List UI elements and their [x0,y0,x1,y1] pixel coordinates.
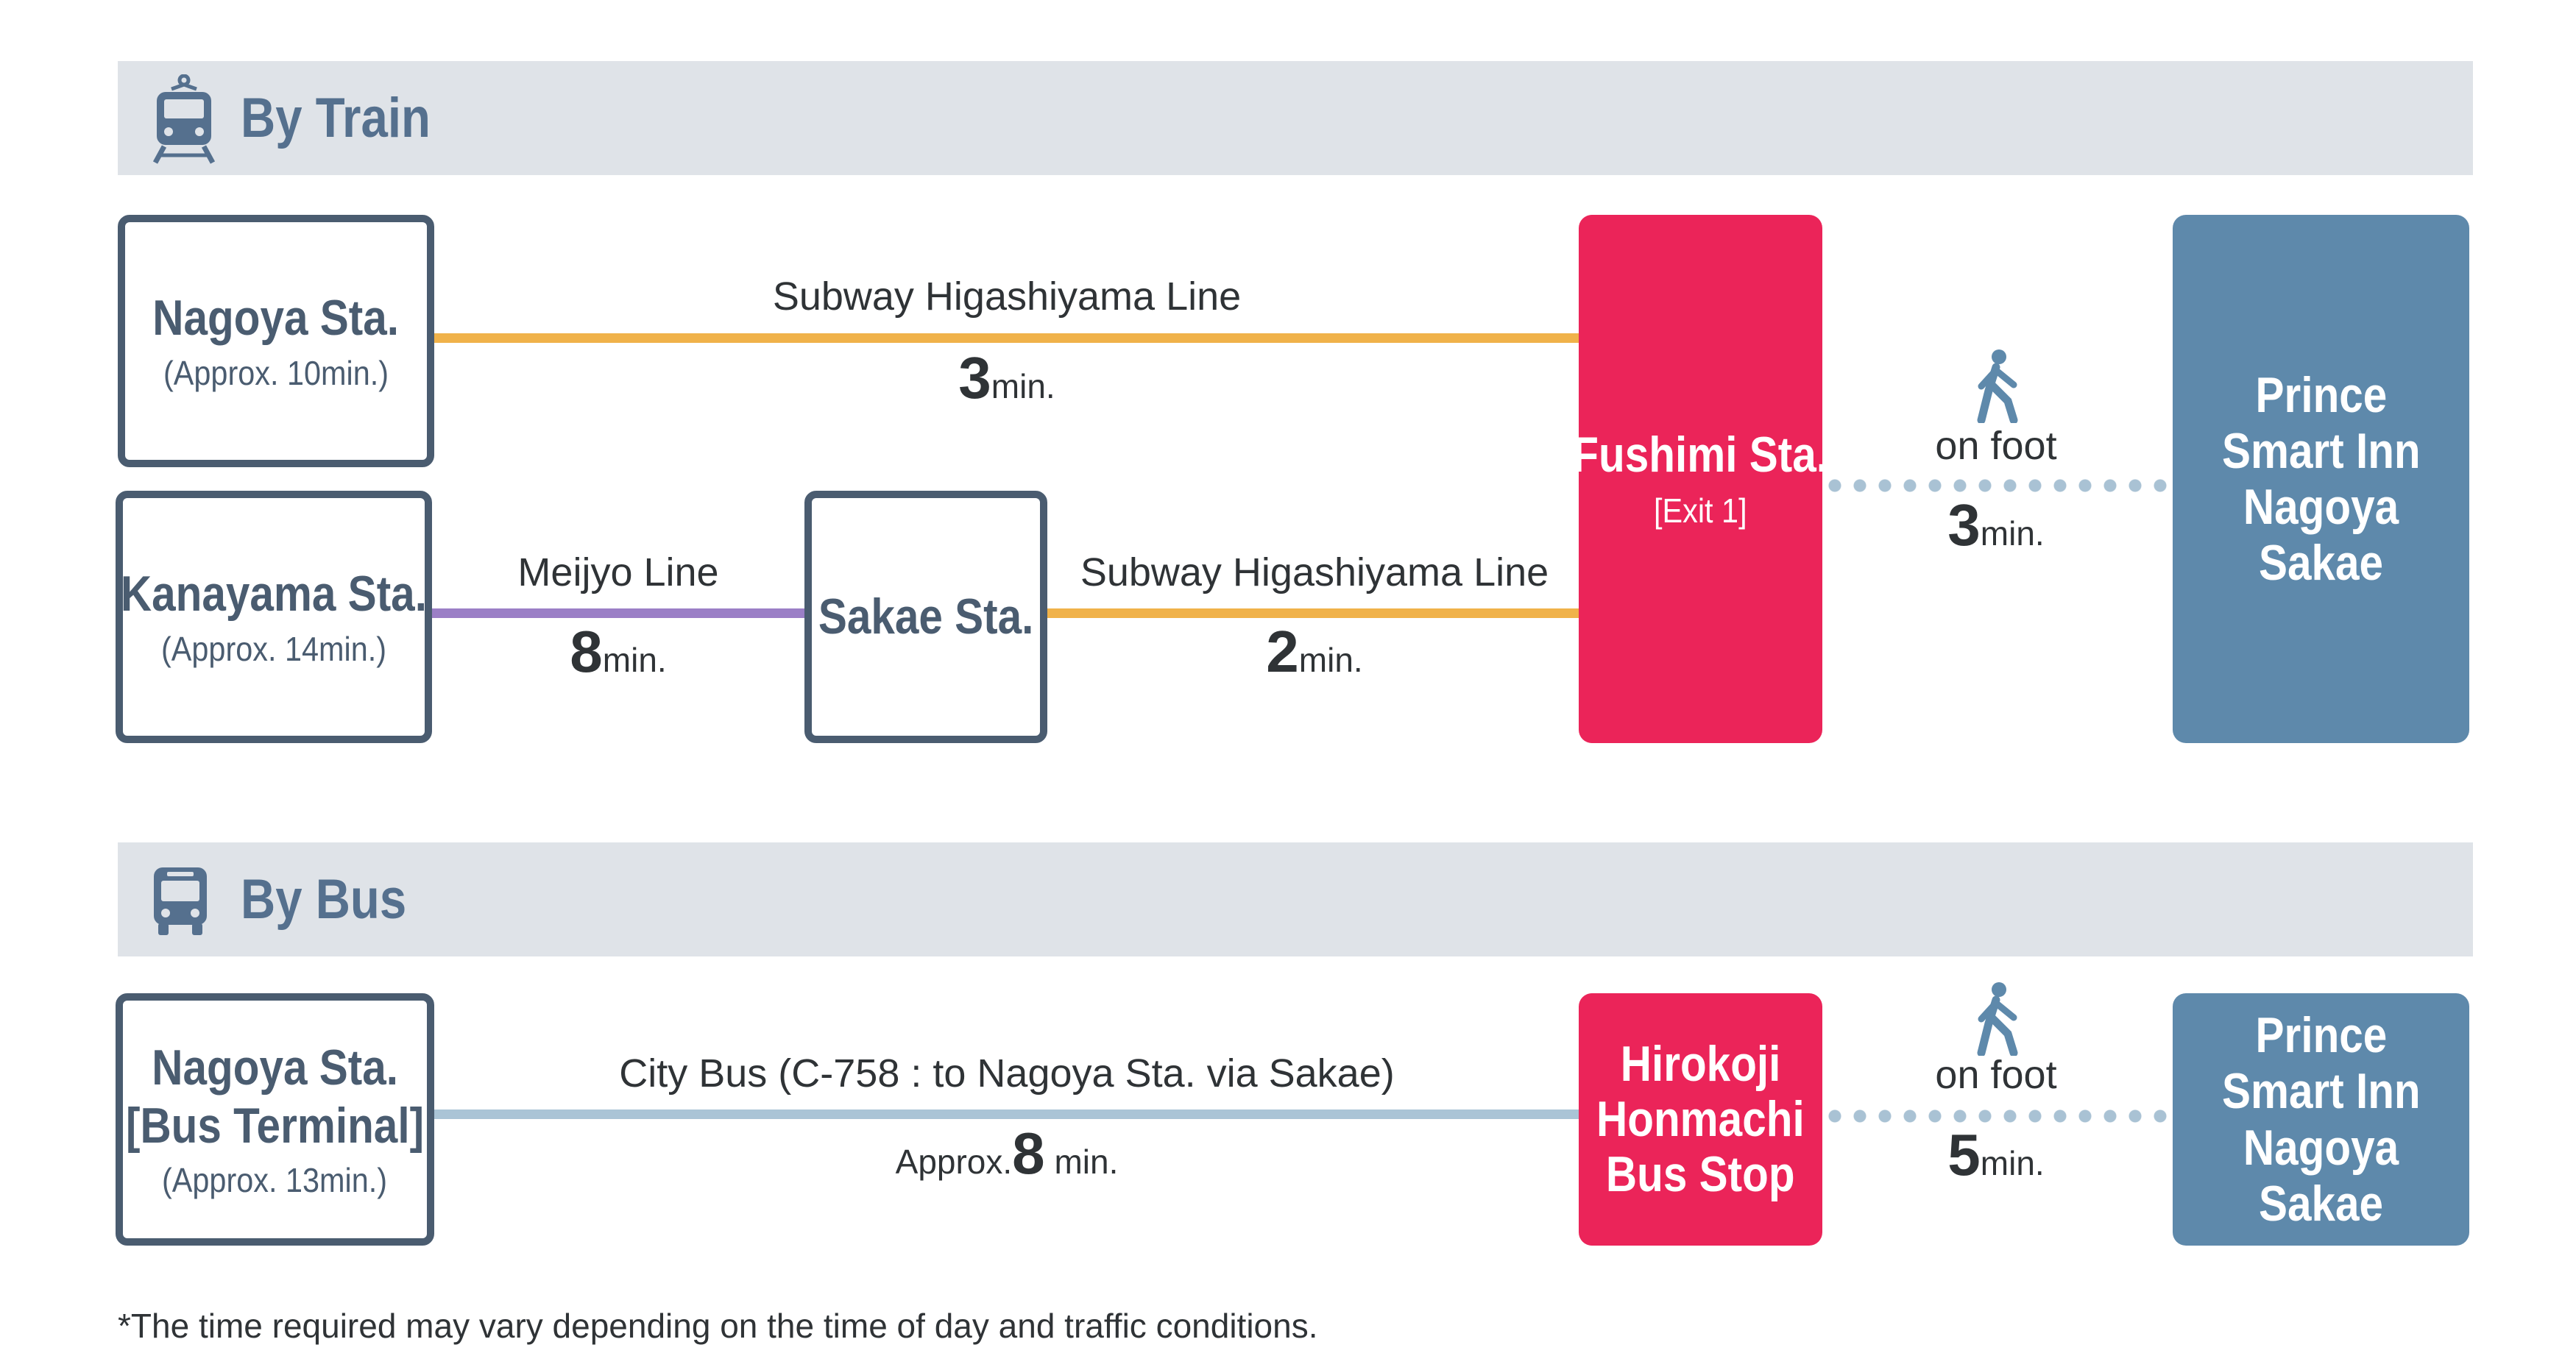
route-time-city-bus: Approx.8 min. [896,1120,1119,1187]
hotel-name-line2: Smart Inn [2221,422,2421,479]
hotel-name-line3: Nagoya Sakae [2243,1119,2399,1232]
nagoya-station-approx: (Approx. 10min.) [163,353,389,392]
time-prefix: Approx. [895,1143,1013,1181]
route-time-sakae: 2min. [1266,618,1362,686]
sakae-station-box: Sakae Sta. [804,491,1047,743]
nagoya-bus-station-name: Nagoya Sta. [152,1040,398,1096]
train-icon [151,74,217,164]
hotel-name-line2: Smart Inn [2221,1063,2421,1120]
walk-label-train: on foot [1935,424,2057,468]
train-section-header: By Train [118,61,2473,175]
kanayama-station-box: Kanayama Sta. (Approx. 14min.) [116,491,432,743]
higashiyama-line-nagoya [433,333,1581,343]
hirokoji-bus-stop-box: Hirokoji Honmachi Bus Stop [1579,993,1822,1246]
walking-person-icon [1968,982,2024,1059]
train-section-title: By Train [241,87,431,149]
walking-person-icon [1968,349,2024,427]
time-unit: min. [1044,1143,1119,1181]
fushimi-station-exit: [Exit 1] [1654,491,1747,530]
city-bus-line [433,1109,1581,1119]
bus-section-header: By Bus [118,842,2473,956]
time-value: 3 [958,345,991,411]
hotel-box-bus: Prince Smart Inn Nagoya Sakae [2173,993,2469,1246]
route-label-nagoya: Subway Higashiyama Line [772,274,1242,319]
bus-section-title: By Bus [241,868,407,931]
footnote: *The time required may vary depending on… [118,1307,1318,1345]
walk-time-train: 3min. [1947,491,2044,559]
time-unit: min. [1980,514,2045,553]
time-unit: min. [1980,1144,2045,1182]
bus-stop-line3: Bus Stop [1606,1146,1795,1202]
nagoya-bus-approx: (Approx. 13min.) [162,1160,388,1199]
time-value: 2 [1266,619,1299,684]
bus-icon [151,864,210,937]
hotel-box-train: Prince Smart Inn Nagoya Sakae [2173,215,2469,743]
time-unit: min. [602,641,667,679]
nagoya-station-box: Nagoya Sta. (Approx. 10min.) [118,215,434,467]
hotel-name-line1: Prince [2255,1007,2387,1064]
time-value: 8 [1012,1121,1045,1186]
bus-stop-line2: Honmachi [1596,1091,1805,1148]
time-value: 3 [1947,492,1981,558]
kanayama-station-approx: (Approx. 14min.) [160,629,386,668]
route-label-meijyo: Meijyo Line [517,550,719,594]
walk-label-bus: on foot [1935,1053,2057,1097]
bus-terminal-name: [Bus Terminal] [125,1097,425,1154]
route-label-city-bus: City Bus (C-758 : to Nagoya Sta. via Sak… [619,1051,1395,1096]
walk-time-bus: 5min. [1947,1121,2044,1189]
time-unit: min. [1298,641,1363,679]
time-value: 8 [570,619,603,684]
route-time-nagoya: 3min. [958,344,1055,412]
walk-path-train [1822,479,2173,492]
hotel-name-line3: Nagoya Sakae [2243,479,2399,592]
route-label-sakae: Subway Higashiyama Line [1080,550,1549,594]
fushimi-station-name: Fushimi Sta. [1572,426,1829,483]
meijyo-line [431,608,806,618]
hotel-name-line1: Prince [2255,366,2387,423]
walk-path-bus [1822,1109,2173,1123]
sakae-station-name: Sakae Sta. [818,589,1034,645]
bus-stop-line1: Hirokoji [1620,1036,1781,1093]
route-time-meijyo: 8min. [570,618,666,686]
time-unit: min. [991,367,1055,405]
kanayama-station-name: Kanayama Sta. [120,566,428,622]
higashiyama-line-sakae [1045,608,1581,618]
fushimi-station-box: Fushimi Sta. [Exit 1] [1573,215,1828,743]
nagoya-bus-terminal-box: Nagoya Sta. [Bus Terminal] (Approx. 13mi… [116,993,434,1246]
nagoya-station-name: Nagoya Sta. [152,290,400,347]
time-value: 5 [1947,1122,1981,1187]
